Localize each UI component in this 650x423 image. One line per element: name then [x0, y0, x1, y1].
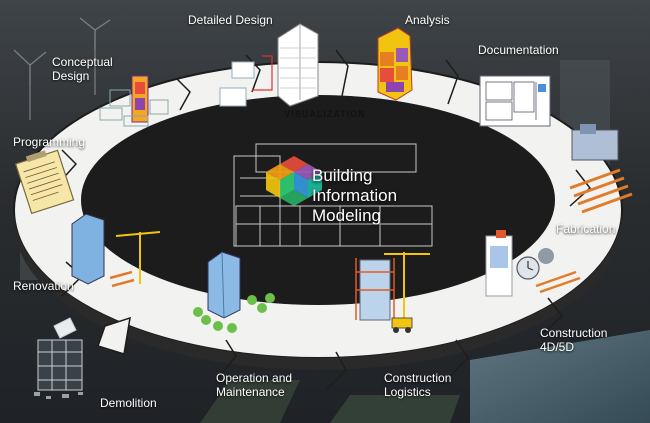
center-title-line1: Building [312, 166, 373, 185]
label-detailed-design: Detailed Design [188, 13, 273, 27]
label-construction-logistics: Construction Logistics [384, 371, 452, 399]
label-conceptual-design: Conceptual Design [52, 55, 113, 83]
construction-4d5d-illustration [485, 230, 581, 297]
label-construction-4d5d: Construction 4D/5D [540, 326, 608, 354]
conceptual-design-illustration [99, 75, 169, 127]
center-title-line3: Modeling [312, 206, 381, 225]
label-demolition: Demolition [100, 396, 157, 410]
center-title-line2: Information [312, 186, 398, 205]
programming-illustration [14, 149, 75, 215]
label-renovation: Renovation [13, 279, 74, 293]
detailed-design-illustration [219, 23, 319, 107]
river [470, 330, 650, 423]
cycle-arrow [97, 316, 131, 355]
inner-zigzag-band [90, 101, 546, 299]
label-analysis: Analysis [405, 13, 450, 27]
documentation-illustration [479, 75, 551, 127]
bim-logo-icon [266, 156, 322, 206]
center-title: Building Information Modeling [312, 166, 397, 226]
green-strip [200, 380, 300, 423]
inner-ring-edge-2 [99, 107, 537, 293]
green-strip-2 [330, 395, 460, 423]
ring-label-visualization: VISUALIZATION [284, 109, 365, 119]
operation-maintenance-illustration [193, 251, 275, 333]
label-fabrication: Fabrication [556, 222, 616, 236]
construction-logistics-illustration [355, 252, 430, 333]
fabrication-illustration [569, 124, 633, 214]
label-documentation: Documentation [478, 43, 559, 57]
inner-ring-edge [81, 95, 555, 305]
label-programming: Programming [13, 135, 86, 149]
label-operation-maintenance: Operation and Maintenance [216, 371, 293, 399]
analysis-illustration [377, 27, 413, 101]
renovation-illustration [71, 213, 161, 288]
demolition-illustration [34, 317, 83, 399]
